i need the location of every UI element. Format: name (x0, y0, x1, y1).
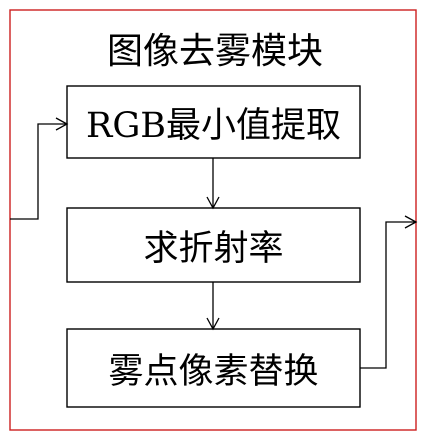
step-box-2 (66, 207, 361, 283)
step-label-fog-pixel-replace: 雾点像素替换 (108, 351, 319, 392)
module-title: 图像去雾模块 (106, 31, 323, 72)
output-arrow (360, 215, 418, 369)
input-arrow (10, 117, 69, 220)
step-label-refraction-rate: 求折射率 (143, 228, 284, 269)
step-label-rgb-min-extraction: RGB最小值提取 (85, 105, 342, 146)
